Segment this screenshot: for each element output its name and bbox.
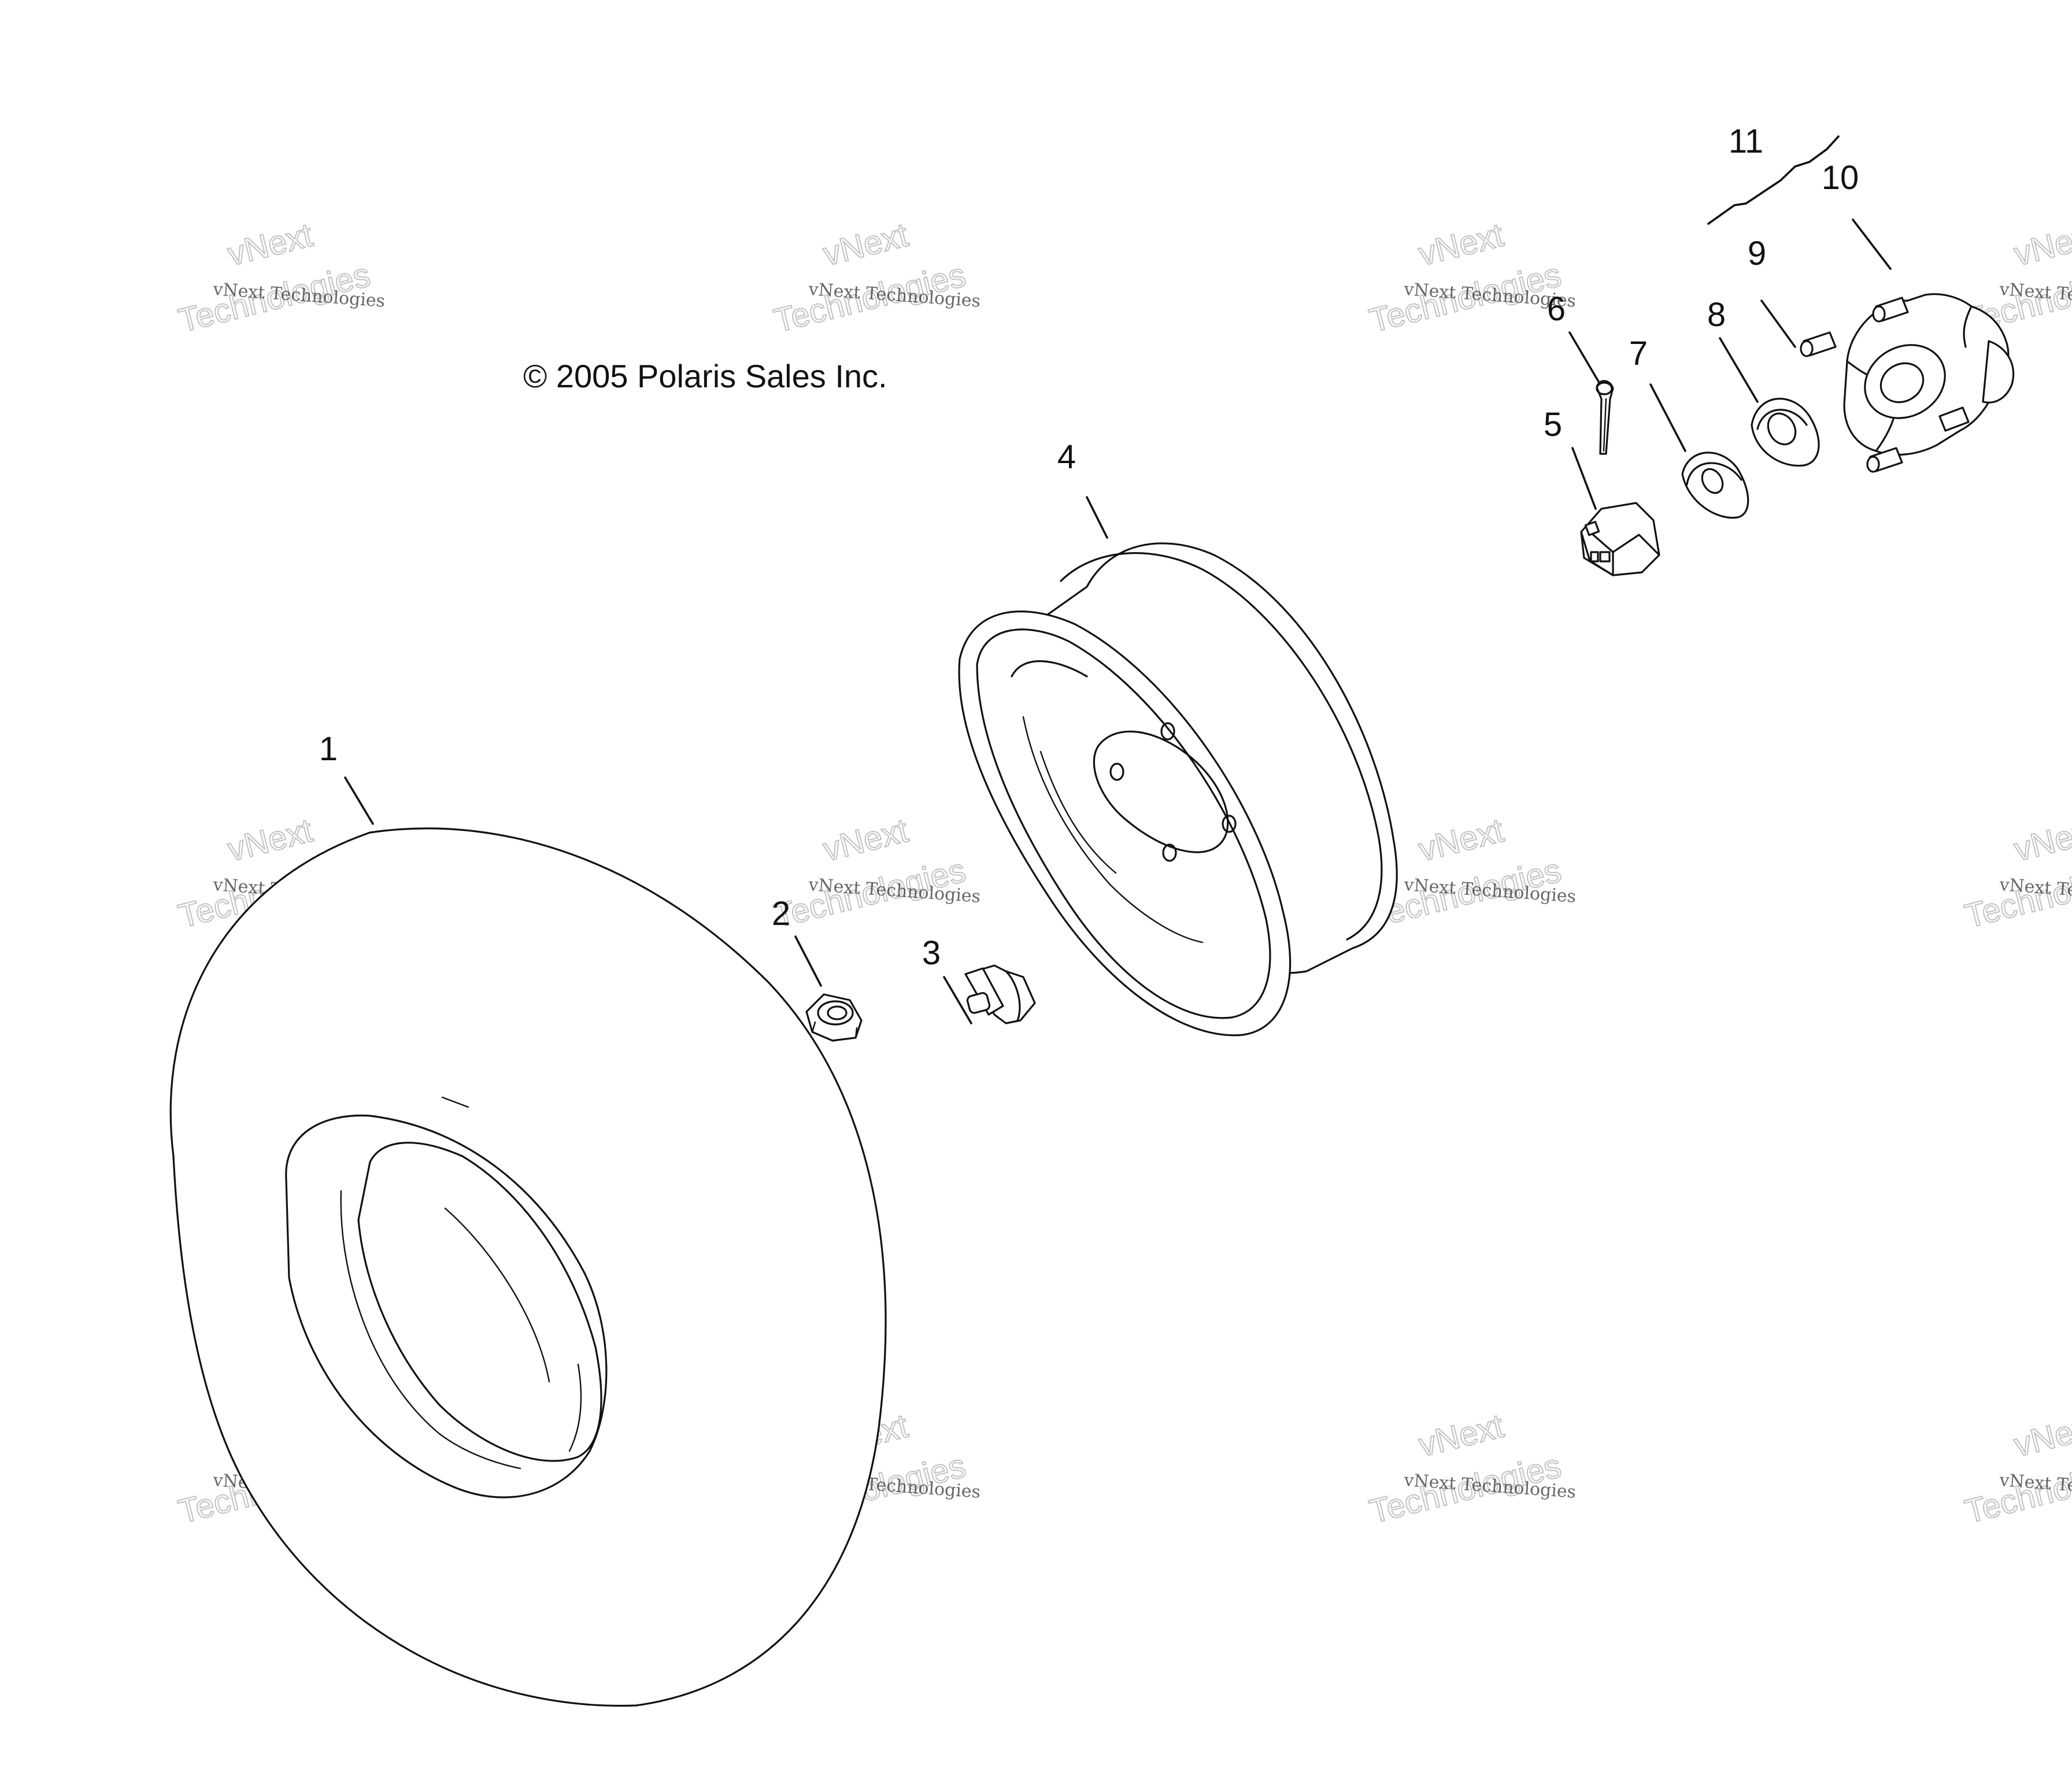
callout-4: 4: [1057, 438, 1076, 476]
callout-5: 5: [1544, 406, 1562, 443]
watermark-text: vNext: [224, 216, 316, 273]
callout-8: 8: [1707, 296, 1726, 334]
wheel-hub: [1800, 293, 2015, 473]
valve-stem: [964, 964, 1036, 1024]
cotter-pin: [1596, 380, 1614, 455]
watermark-text: vNext: [819, 812, 912, 869]
lug-nut: [805, 993, 863, 1042]
leader-lines: [344, 135, 1892, 1024]
callout-10: 10: [1822, 159, 1859, 197]
callout-1: 1: [319, 730, 338, 768]
washer-8: [1751, 398, 1820, 467]
watermark-text: vNext: [224, 812, 316, 869]
watermark-text: vNext: [2010, 1407, 2072, 1464]
copyright-text: © 2005 Polaris Sales Inc.: [523, 358, 887, 394]
watermark-text: vNext: [1415, 812, 1507, 869]
watermark-text: vNext: [2010, 812, 2072, 869]
callout-3: 3: [922, 934, 941, 972]
callout-2: 2: [772, 895, 790, 933]
callout-7: 7: [1629, 335, 1648, 372]
tire: [169, 827, 887, 1707]
watermark-text: vNext: [1415, 216, 1507, 273]
castle-nut: [1580, 502, 1660, 576]
wheel-rim: [958, 542, 1398, 1037]
washer-7: [1681, 452, 1749, 519]
callout-11: 11: [1729, 123, 1763, 160]
watermark-text: vNext: [819, 216, 912, 273]
watermark-text: vNext: [2010, 216, 2072, 273]
callout-9: 9: [1748, 235, 1766, 272]
watermark-text: vNext: [1415, 1407, 1507, 1464]
callout-6: 6: [1547, 290, 1566, 328]
callout-labels: 1 2 3 4 5 6 7 8 9 10 11: [319, 123, 1859, 972]
